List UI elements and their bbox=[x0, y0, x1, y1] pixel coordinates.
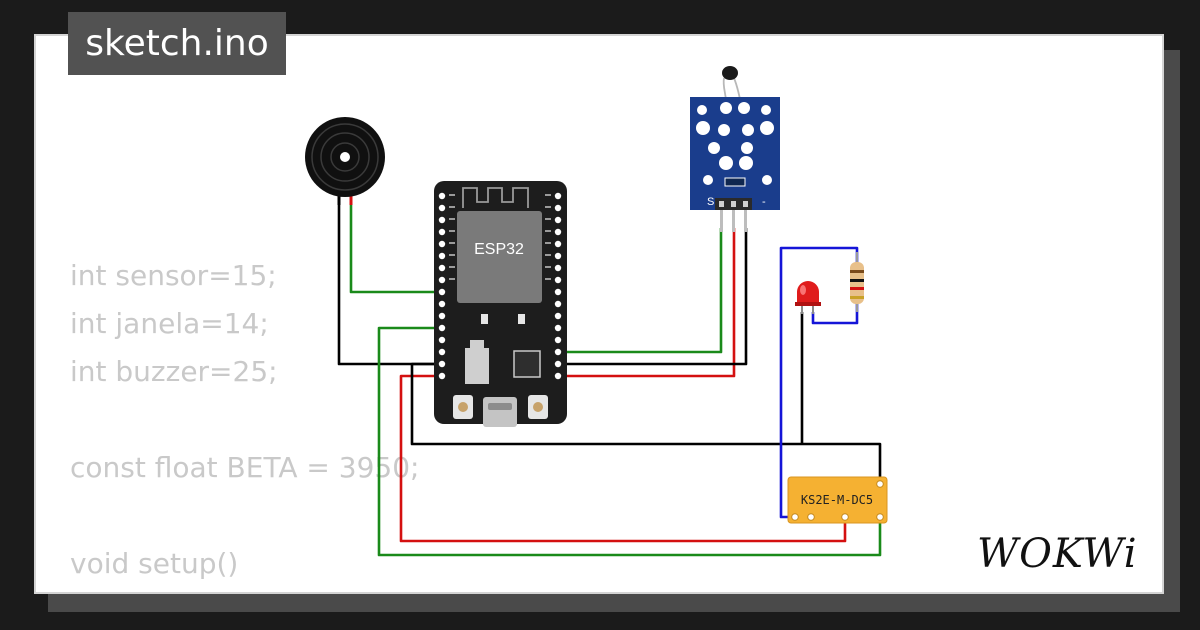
pin-label-signal: S bbox=[707, 196, 714, 208]
relay[interactable]: KS2E-M-DC5 bbox=[787, 476, 888, 524]
usb-port bbox=[483, 397, 517, 427]
wire-sensor-signal[interactable] bbox=[558, 228, 723, 354]
code-line: int sensor=15; bbox=[70, 259, 277, 292]
wire-led-resistor-blue[interactable] bbox=[811, 306, 859, 325]
file-tab[interactable]: sketch.ino bbox=[68, 12, 286, 75]
code-line: int janela=14; bbox=[70, 307, 269, 340]
wire-buzzer-ground[interactable] bbox=[337, 200, 442, 366]
wire-relay-power[interactable] bbox=[399, 374, 847, 543]
code-line: int buzzer=25; bbox=[70, 355, 278, 388]
buzzer[interactable] bbox=[305, 117, 385, 205]
pin-silkscreen bbox=[449, 194, 551, 280]
esp32-board[interactable]: ESP32 bbox=[434, 181, 567, 427]
resistor[interactable] bbox=[850, 252, 864, 312]
ntc-sensor-module[interactable]: S - bbox=[690, 66, 780, 232]
wire-relay-input[interactable] bbox=[377, 326, 882, 557]
chip-label: ESP32 bbox=[474, 241, 524, 258]
code-line: void setup() bbox=[70, 547, 239, 580]
wire-sensor-vcc[interactable] bbox=[558, 228, 736, 378]
thermistor-icon bbox=[722, 66, 738, 80]
wire-ground-bus[interactable] bbox=[410, 362, 882, 478]
wokwi-logo: WOKWi bbox=[977, 531, 1138, 577]
pin-label-ground: - bbox=[762, 196, 766, 208]
wire-sensor-ground[interactable] bbox=[558, 228, 748, 366]
wires bbox=[337, 200, 882, 557]
pin-headers bbox=[438, 192, 562, 380]
diagram-canvas: int sensor=15; int janela=14; int buzzer… bbox=[34, 34, 1164, 594]
led[interactable] bbox=[795, 281, 821, 314]
wire-buzzer-signal[interactable] bbox=[349, 200, 442, 294]
relay-label: KS2E-M-DC5 bbox=[801, 493, 873, 507]
